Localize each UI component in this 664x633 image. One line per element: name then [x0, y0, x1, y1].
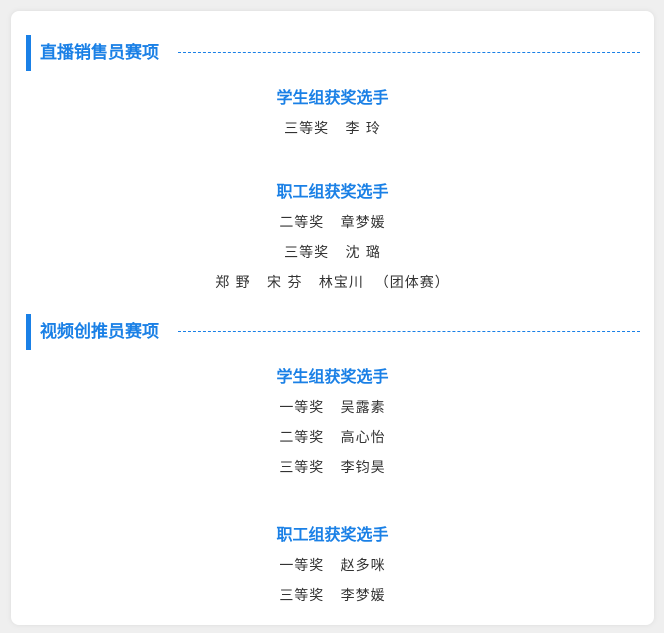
award-line: 三等奖 李钧昊 — [279, 460, 386, 476]
section-accent-bar — [26, 35, 31, 71]
group-title-student: 学生组获奖选手 — [276, 88, 389, 107]
award-line: 三等奖 沈 璐 — [284, 245, 381, 261]
award-line: 二等奖 章梦媛 — [279, 215, 386, 231]
award-line: 一等奖 赵多咪 — [279, 558, 386, 574]
dashed-divider — [178, 331, 640, 332]
dashed-divider — [178, 52, 640, 53]
awards-card: 直播销售员赛项 学生组获奖选手 三等奖 李 玲 职工组获奖选手 二等奖 章梦媛 … — [11, 11, 654, 625]
award-line-team: 郑 野 宋 芬 林宝川 （团体赛） — [215, 275, 450, 291]
section-title: 视频创推员赛项 — [40, 322, 159, 342]
section-accent-bar — [26, 314, 31, 350]
section-header-video-promo: 视频创推员赛项 — [26, 314, 640, 350]
award-line: 三等奖 李梦媛 — [279, 588, 386, 604]
group-title-student: 学生组获奖选手 — [276, 367, 389, 386]
award-line: 二等奖 高心怡 — [279, 430, 386, 446]
award-line: 一等奖 吴露素 — [279, 400, 386, 416]
group-title-staff: 职工组获奖选手 — [276, 182, 389, 201]
section-header-live-sales: 直播销售员赛项 — [26, 35, 640, 71]
award-line: 三等奖 李 玲 — [284, 121, 381, 137]
group-title-staff: 职工组获奖选手 — [276, 525, 389, 544]
section-title: 直播销售员赛项 — [40, 43, 159, 63]
